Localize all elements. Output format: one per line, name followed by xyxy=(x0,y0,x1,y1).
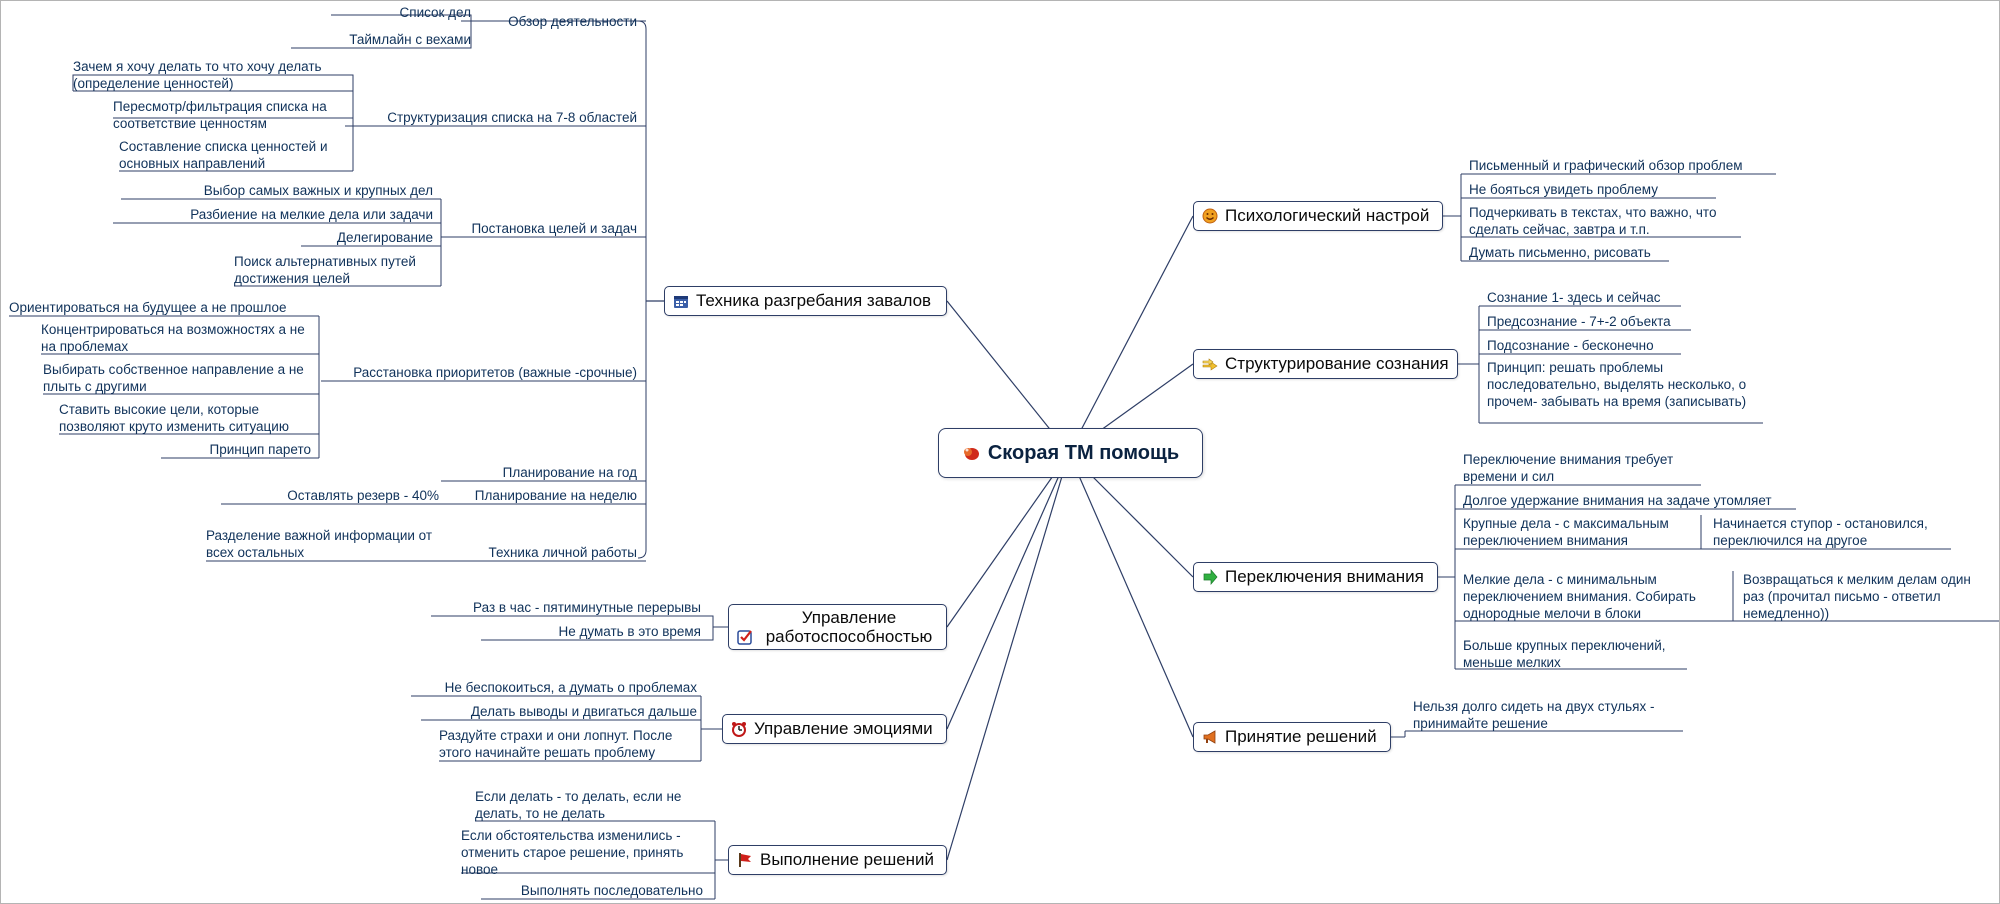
connector-line xyxy=(1068,215,1194,454)
leaf-todo-list[interactable]: Список дел xyxy=(399,5,471,20)
connector-line xyxy=(1068,452,1194,738)
leaf-dont-fear[interactable]: Не бояться увидеть проблему xyxy=(1469,182,1658,197)
calendar-icon xyxy=(674,296,688,308)
leaf-underline[interactable]: Подчеркивать в текстах, что важно, что с… xyxy=(1469,205,1717,237)
central-topic[interactable]: Скорая ТМ помощь xyxy=(938,428,1203,478)
subtopic-priorities[interactable]: Расстановка приоритетов (важные -срочные… xyxy=(353,365,637,380)
leaf-fewer-small[interactable]: Больше крупных переключений, меньше мелк… xyxy=(1463,638,1666,670)
branch-tech-clearing[interactable]: Техника разгребания завалов xyxy=(664,286,947,316)
leaf-written-overview[interactable]: Письменный и графический обзор проблем xyxy=(1469,158,1743,173)
branch-work-capacity[interactable]: Управление работоспособностью xyxy=(728,604,947,650)
alarm-icon xyxy=(732,722,746,737)
connector-line xyxy=(331,14,472,21)
subtopic-goals[interactable]: Постановка целей и задач xyxy=(471,221,637,236)
connector-line xyxy=(637,20,647,301)
leaf-dont-think[interactable]: Не думать в это время xyxy=(558,624,701,639)
leaf-return-small[interactable]: Возвращаться к мелким делам один раз (пр… xyxy=(1743,572,1971,621)
subtopic-structuring[interactable]: Структуризация списка на 7-8 областей xyxy=(387,110,637,125)
leaf-dont-worry[interactable]: Не беспокоиться, а думать о проблемах xyxy=(444,680,697,695)
branch-consciousness[interactable]: Структурирование сознания xyxy=(1193,349,1458,379)
branch-emotions[interactable]: Управление эмоциями xyxy=(722,714,947,744)
flag-icon xyxy=(739,853,751,867)
leaf-subconsciousness[interactable]: Подсознание - бесконечно xyxy=(1487,338,1654,353)
leaf-think-written[interactable]: Думать письменно, рисовать xyxy=(1469,245,1651,260)
leaf-do-or-not[interactable]: Если делать - то делать, если не делать,… xyxy=(475,789,682,821)
leaf-high-goals[interactable]: Ставить высокие цели, которые позволяют … xyxy=(59,402,289,434)
leaf-long-focus[interactable]: Долгое удержание внимания на задаче утом… xyxy=(1463,493,1772,508)
subtopic-personal-work[interactable]: Техника личной работы xyxy=(488,545,637,560)
connector-line xyxy=(946,452,1070,628)
connector-line xyxy=(431,615,728,628)
branch-decisions[interactable]: Принятие решений xyxy=(1193,722,1391,752)
leaf-switch-time[interactable]: Переключение внимания требует времени и … xyxy=(1463,452,1674,484)
leaf-big-tasks[interactable]: Крупные дела - с максимальным переключен… xyxy=(1463,516,1669,548)
leaf-filter-list[interactable]: Пересмотр/фильтрация списка на соответст… xyxy=(113,99,327,131)
leaf-fears[interactable]: Раздуйте страхи и они лопнут. После этог… xyxy=(439,728,673,760)
horn-icon xyxy=(1203,730,1216,744)
leaf-two-chairs[interactable]: Нельзя долго сидеть на двух стульях - пр… xyxy=(1413,699,1655,731)
leaf-sequential[interactable]: Выполнять последовательно xyxy=(520,883,703,898)
leaf-values-list[interactable]: Составление списка ценностей и основных … xyxy=(119,139,328,171)
leaf-preconsciousness[interactable]: Предсознание - 7+-2 объекта xyxy=(1487,314,1671,329)
leaf-consciousness[interactable]: Сознание 1- здесь и сейчас xyxy=(1487,290,1661,305)
leaf-alternatives[interactable]: Поиск альтернативных путей достижения це… xyxy=(234,254,416,286)
subtopic-year-plan[interactable]: Планирование на год xyxy=(502,465,637,480)
leaf-stupor[interactable]: Начинается ступор - остановился, переклю… xyxy=(1713,516,1928,548)
leaf-split-tasks[interactable]: Разбиение на мелкие дела или задачи xyxy=(190,207,433,222)
connector-line xyxy=(637,301,647,559)
leaf-principle[interactable]: Принцип: решать проблемы последовательно… xyxy=(1487,360,1747,409)
leaf-hourly-breaks[interactable]: Раз в час - пятиминутные перерывы xyxy=(473,600,701,615)
leaf-opportunities[interactable]: Концентрироваться на возможностях а не н… xyxy=(41,322,305,354)
branch-psychology[interactable]: Психологический настрой xyxy=(1193,201,1443,231)
connector-line xyxy=(946,452,1070,730)
leaf-delegation[interactable]: Делегирование xyxy=(336,230,433,245)
branch-execution[interactable]: Выполнение решений xyxy=(728,845,947,875)
smiley-icon xyxy=(1202,208,1218,224)
checkbox-icon xyxy=(737,630,752,645)
subtopic-week-plan[interactable]: Планирование на неделю xyxy=(474,488,637,503)
leaf-conclusions[interactable]: Делать выводы и двигаться дальше xyxy=(470,704,697,719)
leaf-future[interactable]: Ориентироваться на будущее а не прошлое xyxy=(9,300,287,315)
leaf-timeline[interactable]: Таймлайн с вехами xyxy=(349,32,471,47)
connector-line xyxy=(946,452,1070,861)
leaf-pareto[interactable]: Принцип парето xyxy=(209,442,311,457)
subtopic-activity-overview[interactable]: Обзор деятельности xyxy=(508,14,637,29)
leaf-choose-important[interactable]: Выбор самых важных и крупных дел xyxy=(203,183,433,198)
branch-attention[interactable]: Переключения внимания xyxy=(1193,562,1438,592)
arrows-icon xyxy=(1202,358,1218,371)
leaf-small-tasks[interactable]: Мелкие дела - с минимальным переключение… xyxy=(1463,572,1696,621)
leaf-own-direction[interactable]: Выбирать собственное направление а не пл… xyxy=(43,362,304,394)
red-ball-icon xyxy=(963,448,979,460)
leaf-info-separation[interactable]: Разделение важной информации от всех ост… xyxy=(206,528,433,560)
green-arrow-icon xyxy=(1203,569,1218,585)
connector-line xyxy=(481,627,714,641)
leaf-reserve[interactable]: Оставлять резерв - 40% xyxy=(287,488,439,503)
connector-line xyxy=(291,21,472,49)
leaf-values[interactable]: Зачем я хочу делать то что хочу делать (… xyxy=(73,59,322,91)
leaf-changed-circumstances[interactable]: Если обстоятельства изменились - отменит… xyxy=(461,828,684,877)
